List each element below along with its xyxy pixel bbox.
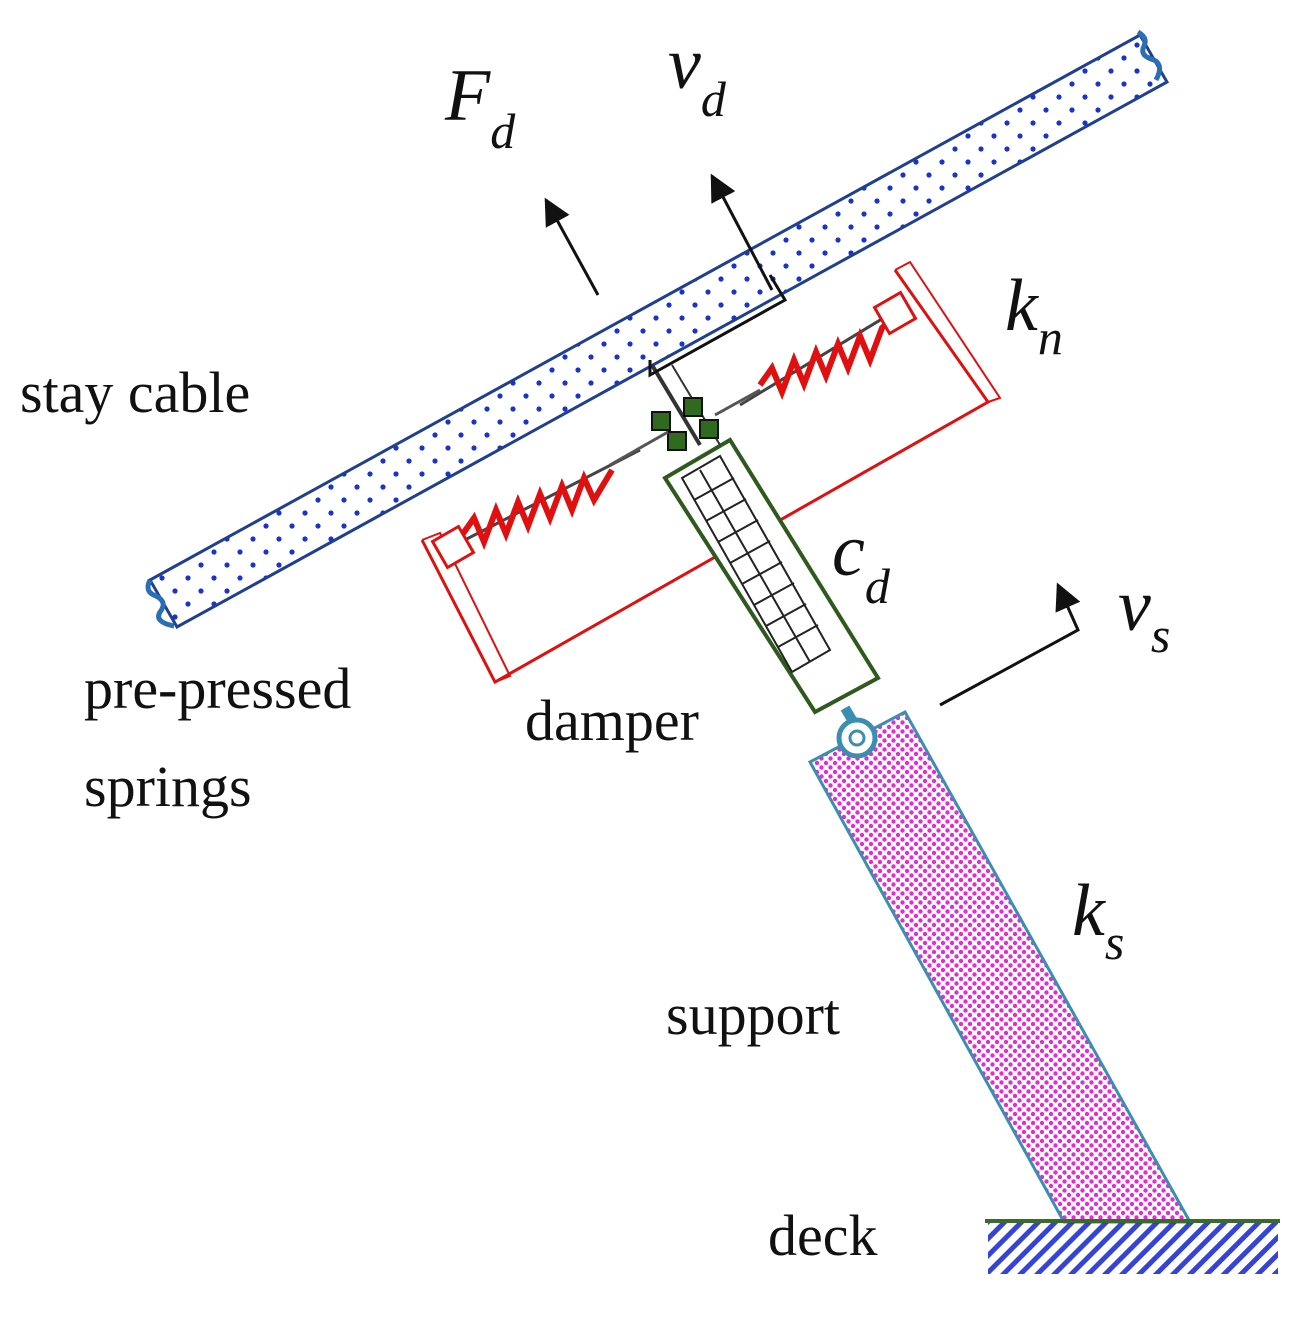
lower-spring — [430, 448, 641, 570]
cable-clamp — [648, 274, 788, 378]
support — [807, 705, 1193, 1224]
force-arrow — [544, 197, 600, 296]
cable-break-right-icon — [1136, 29, 1162, 82]
deck-label: deck — [768, 1203, 878, 1268]
pre-pressed-label: pre-pressed — [84, 656, 351, 721]
damper-velocity-arrow — [710, 173, 774, 291]
damper-label: damper — [525, 688, 699, 753]
cable-break-left-icon — [145, 578, 175, 629]
damper-velocity-symbol: vd — [668, 23, 727, 127]
stay-cable — [145, 29, 1170, 630]
stay-cable-label: stay cable — [20, 360, 250, 425]
upper-spring — [739, 290, 918, 407]
damping-coefficient-symbol: cd — [832, 510, 891, 614]
deck — [985, 1219, 1280, 1274]
spring-stiffness-symbol: kn — [1005, 265, 1063, 365]
support-velocity-arrow — [939, 582, 1081, 707]
support-stiffness-symbol: ks — [1072, 870, 1124, 970]
springs-label: springs — [84, 754, 252, 819]
damper — [609, 274, 881, 715]
support-label: support — [666, 982, 840, 1047]
clamp-bolts — [651, 397, 719, 451]
force-symbol: Fd — [444, 55, 516, 159]
support-velocity-symbol: vs — [1118, 565, 1170, 663]
